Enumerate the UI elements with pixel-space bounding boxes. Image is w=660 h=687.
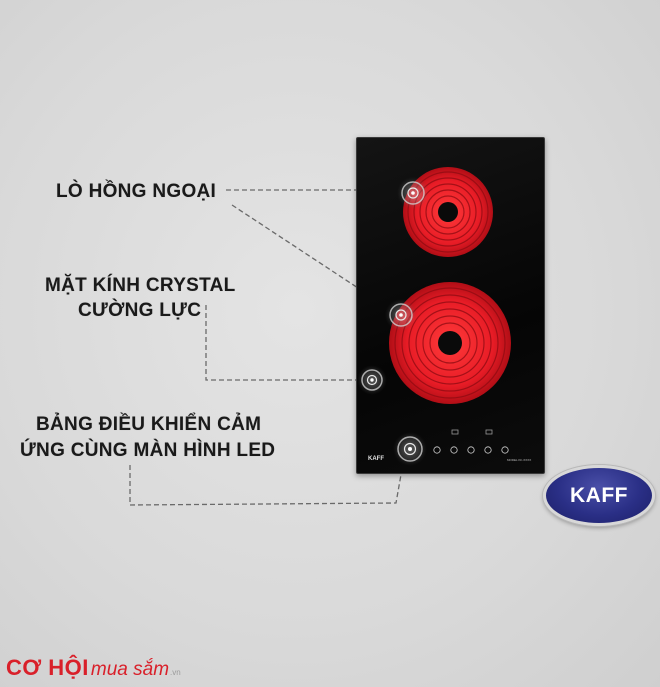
control-button-icon: [501, 446, 509, 454]
label-crystal-glass: MẶT KÍNH CRYSTAL: [45, 275, 236, 296]
cooktop-surface: [389, 167, 511, 454]
watermark-text: mua sắm: [90, 659, 170, 680]
small-burner: [403, 167, 493, 257]
label-tempered: CƯỜNG LỰC: [78, 300, 202, 321]
control-button-icon: [450, 446, 458, 454]
label-control-panel-line1: BẢNG ĐIỀU KHIỂN CẢM: [36, 414, 262, 435]
watermark: CƠ HỘI mua sắm .vn: [6, 655, 181, 683]
touch-control-panel: [433, 429, 509, 454]
cooktop-brand-label: KAFF: [368, 456, 384, 462]
leader-line-control-panel: [129, 451, 406, 506]
label-infrared-cooker: LÒ HỒNG NGOẠI: [56, 181, 217, 202]
watermark-text: .vn: [170, 668, 181, 677]
watermark-text: CƠ HỘI: [6, 655, 89, 680]
control-button-icon: [467, 446, 475, 454]
cooktop-model-label: MODEL KF-XXXX: [507, 458, 532, 462]
kaff-logo: KAFF: [543, 465, 655, 526]
cooktop: KAFF MODEL KF-XXXX: [356, 137, 545, 474]
leader-line-tempered: [205, 305, 368, 381]
large-burner: [389, 282, 511, 404]
power-button-icon: [433, 446, 441, 454]
control-button-icon: [484, 446, 492, 454]
label-control-panel-line2: ỨNG CÙNG MÀN HÌNH LED: [20, 440, 276, 461]
logo-text: KAFF: [570, 483, 628, 507]
